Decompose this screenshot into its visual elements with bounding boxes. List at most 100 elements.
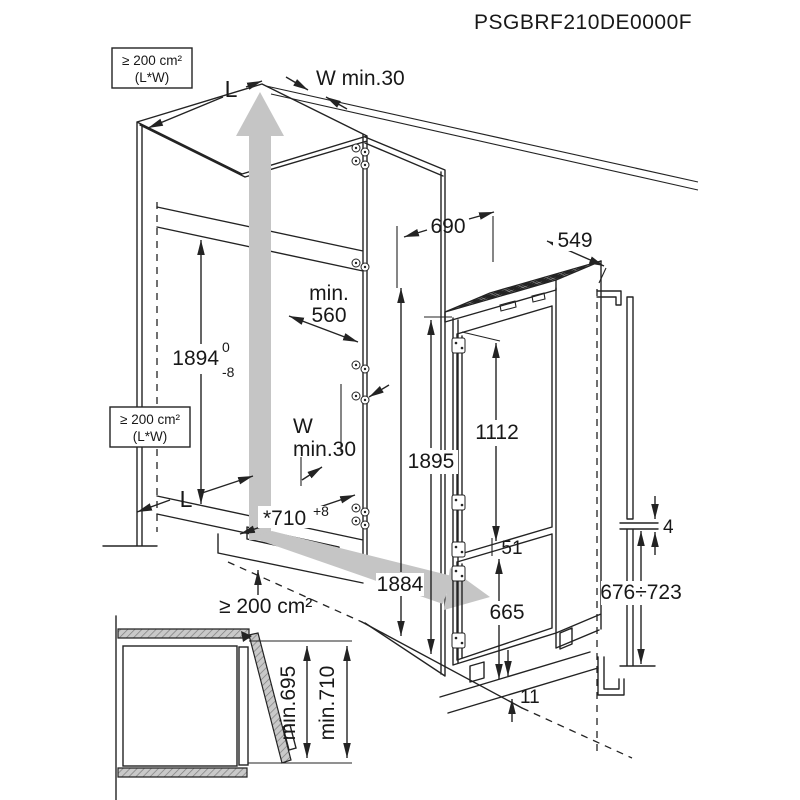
floor-line-solid <box>361 621 523 709</box>
appliance-top-band-details <box>499 292 546 312</box>
dim-panel-range: 676÷723 <box>600 531 682 664</box>
bottom-vent-label: ≥ 200 cm² <box>219 595 312 618</box>
door-gap-value: 51 <box>501 538 522 559</box>
panel-range-value: 676÷723 <box>600 581 682 604</box>
niche-height-tol-lower: -8 <box>222 364 235 380</box>
dim-niche-depth: min. 560 <box>288 282 359 343</box>
appliance-feet <box>469 627 573 683</box>
dim-plan-depth-outer: min.710 <box>316 646 351 758</box>
plan-depth-inner-value: min.695 <box>277 666 300 741</box>
plan-appliance-front-frame <box>238 646 249 766</box>
appliance-top-grille-frame <box>444 260 602 323</box>
plan-dim-ticks <box>248 640 352 764</box>
plan-door-pivot <box>241 631 252 642</box>
plan-cabinet-side-bottom <box>117 767 248 778</box>
appliance-height-bg <box>404 450 458 474</box>
depth-door-arrow-left <box>403 228 428 238</box>
clearance-top-formula: (L*W) <box>135 70 170 85</box>
wall-gap-side-arrow-left <box>301 466 323 481</box>
dim-extension-lines <box>396 216 607 556</box>
panel-gap-value: 4 <box>663 517 674 538</box>
dim-depth-body: 549 <box>546 229 605 267</box>
wall-gap-side-label-min: min.30 <box>293 438 356 461</box>
plan-view: min.695 min.710 <box>115 615 352 800</box>
airflow-up-arrow-shaft <box>249 134 271 540</box>
wall-strip-behind <box>265 85 699 191</box>
front-height-bg <box>376 573 424 596</box>
dim-length-top: L <box>147 76 263 129</box>
length-top-arrow <box>147 96 224 129</box>
dim-lower-door-height: 665 <box>482 559 532 679</box>
niche-width-value: *710 <box>263 507 306 530</box>
clearance-box-mid-frame <box>109 406 191 448</box>
clearance-box-top: ≥ 200 cm² (L*W) <box>111 47 193 89</box>
dim-upper-door-height: 1112 <box>471 343 523 541</box>
wall-gap-top-arrow-left <box>285 76 309 91</box>
cabinet-door-panel <box>364 136 446 677</box>
lower-door-bg <box>482 601 532 625</box>
depth-door-value: 690 <box>430 215 465 238</box>
appliance-base-lines <box>439 651 599 714</box>
appliance-body <box>452 260 602 666</box>
dim-niche-height: 1894 0 -8 <box>172 240 235 504</box>
depth-body-value: 549 <box>557 229 592 252</box>
dim-length-bottom: L <box>136 475 254 513</box>
appliance-grille-grid <box>456 264 590 309</box>
length-bottom-label: L <box>180 486 193 512</box>
appliance-doors <box>456 305 553 661</box>
niche-height-value: 1894 <box>172 347 219 370</box>
appliance-hinges <box>451 337 466 649</box>
appliance-dimensions: 690 549 1895 1112 51 665 <box>396 211 607 722</box>
floor-line-dashed-left <box>227 561 363 623</box>
dim-floor-gap: 11 <box>504 650 540 722</box>
niche-depth-value: 560 <box>311 304 346 327</box>
wall-gap-side-label-w: W <box>293 415 313 438</box>
dim-wall-gap-top: W min.30 <box>285 67 405 110</box>
upper-door-value: 1112 <box>475 421 519 444</box>
dim-panel-gap: 4 <box>651 496 674 555</box>
depth-body-bg <box>553 229 597 251</box>
length-bottom-arrow-left <box>136 499 171 513</box>
dim-plan-depth-inner: min.695 <box>277 646 311 758</box>
plan-appliance-body <box>122 645 238 767</box>
dim-wall-gap-side: W min.30 <box>293 384 390 486</box>
niche-width-tol: +8 <box>313 503 329 519</box>
appliance-view <box>439 260 602 714</box>
depth-door-arrow-right <box>468 211 495 220</box>
dim-depth-with-door: 690 <box>403 211 495 238</box>
niche-height-tol-upper: 0 <box>222 339 230 355</box>
niche-width-bg <box>258 506 332 528</box>
plan-door-handle <box>282 724 297 751</box>
clearance-box-top-frame <box>111 47 193 89</box>
model-number-title: PSGBRF210DE0000F <box>474 11 692 34</box>
door-panel-side-view: 4 676÷723 <box>596 289 682 753</box>
length-top-label: L <box>225 76 238 102</box>
length-bottom-arrow-right <box>198 475 254 495</box>
floor-line-dashed-right <box>521 707 633 759</box>
wall-gap-top-arrow-right <box>325 96 348 110</box>
wall-gap-side-extensions <box>300 384 342 486</box>
appliance-height-value: 1895 <box>408 450 455 473</box>
clearance-top-area: ≥ 200 cm² <box>122 53 182 68</box>
panel-range-bg <box>601 581 681 605</box>
plan-cabinet-side-top <box>117 628 250 639</box>
niche-depth-label-min: min. <box>309 282 349 305</box>
panel-structure <box>596 290 659 696</box>
airflow-up-arrow-head <box>236 92 284 136</box>
dim-front-height: 1884 <box>376 288 424 636</box>
niche-depth-arrow <box>288 315 359 343</box>
clearance-mid-formula: (L*W) <box>133 429 168 444</box>
lower-door-value: 665 <box>489 601 524 624</box>
dim-niche-width: *710 +8 <box>239 494 356 535</box>
clearance-box-mid: ≥ 200 cm² (L*W) <box>109 406 191 448</box>
dim-bottom-vent: ≥ 200 cm² <box>219 570 312 618</box>
plan-depth-outer-value: min.710 <box>316 666 339 741</box>
length-top-arrow2 <box>245 80 263 90</box>
wall-gap-top-label: W min.30 <box>316 67 405 90</box>
cabinet-hinges <box>351 143 370 530</box>
cabinet-dimensions: ≥ 200 cm² (L*W) ≥ 200 cm² (L*W) L W min.… <box>109 47 424 636</box>
clearance-mid-area: ≥ 200 cm² <box>120 412 180 427</box>
wall-gap-side-arrow-right <box>368 384 390 398</box>
